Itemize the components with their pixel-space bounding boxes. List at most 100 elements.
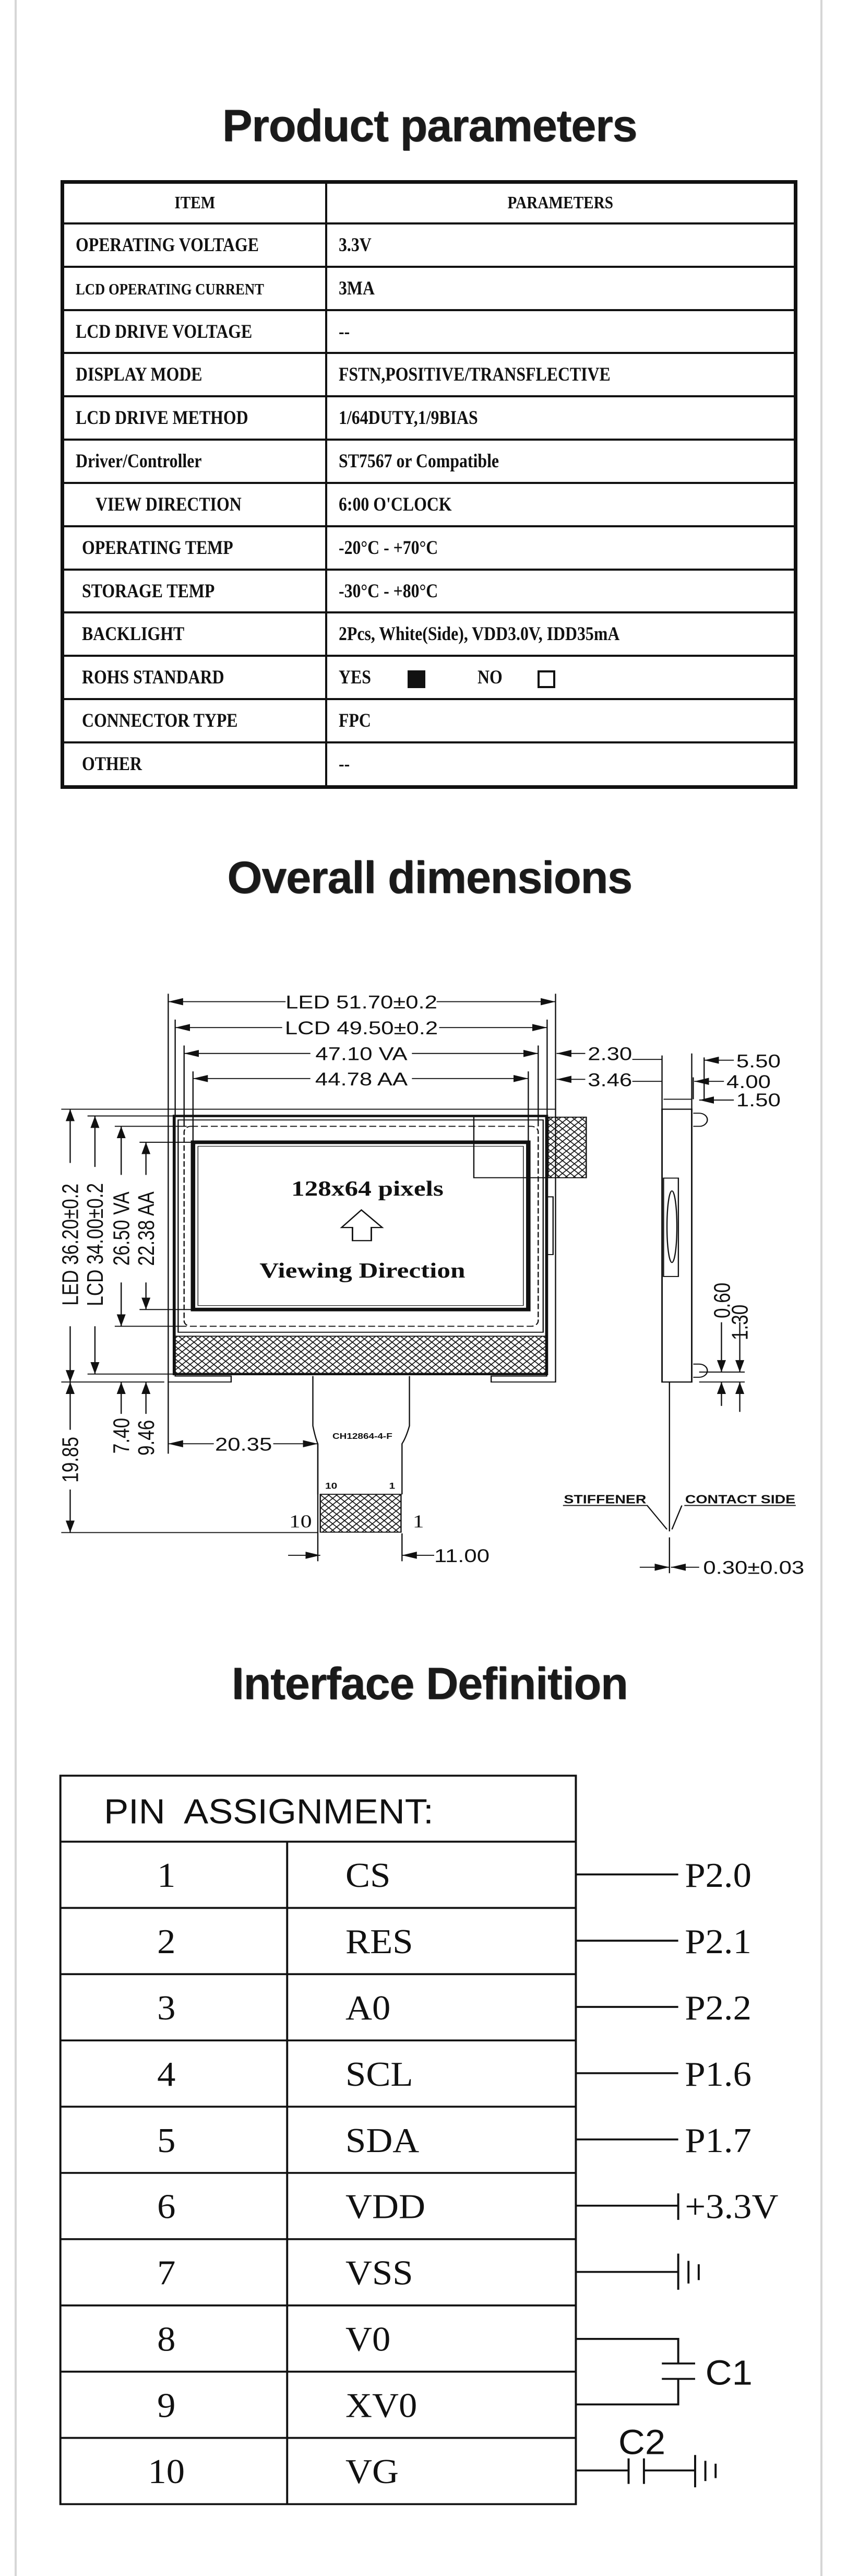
pin-connection-label: P1.7 [685, 2121, 751, 2160]
pin-connection-label: P2.0 [685, 1856, 751, 1895]
section-title-interface-definition: Interface Definition [231, 1659, 628, 1709]
fpc-pin-10-outer: 10 [289, 1511, 312, 1531]
pin-row: 7 VSS [60, 2253, 576, 2307]
fpc-pin-1-inner: 1 [389, 1481, 396, 1491]
pin-name: SCL [345, 2055, 413, 2094]
item-value: -30°C - +80°C [339, 580, 438, 602]
item-label: OTHER [82, 753, 142, 775]
item-label: OPERATING TEMP [82, 537, 233, 559]
table-row: STORAGE TEMP-30°C - +80°C [61, 568, 797, 614]
table-row: OTHER -- [61, 741, 797, 788]
pin-assignment-header: PIN ASSIGNMENT: [104, 1792, 434, 1831]
pin-row: 3 A0 P2.2 [60, 1989, 751, 2042]
va-height-label: 26.50 VA [109, 1191, 135, 1266]
lcd-width-label: LCD 49.50±0.2 [285, 1018, 438, 1038]
pin-connection-label: P2.2 [685, 1989, 751, 2027]
stiffener-label: STIFFENER [564, 1493, 646, 1506]
item-label: CONNECTOR TYPE [82, 710, 238, 732]
pin-number: 6 [157, 2188, 175, 2226]
pin-connection-label: P2.1 [685, 1922, 751, 1961]
dim-19-85: 19.85 [58, 1437, 83, 1483]
item-label: DISPLAY MODE [76, 364, 202, 386]
pin-name: V0 [345, 2320, 390, 2358]
led-height-label: LED 36.20±0.2 [58, 1184, 83, 1306]
table-row: CONNECTOR TYPE FPC [61, 698, 797, 743]
pin-connection-label: +3.3V [685, 2188, 778, 2226]
pin-number: 1 [157, 1856, 175, 1895]
pin-name: SDA [345, 2121, 419, 2160]
item-label: LCD DRIVE METHOD [76, 407, 248, 429]
dim-1-30: 1.30 [727, 1305, 753, 1340]
pin-row: 6 VDD +3.3V [60, 2188, 778, 2240]
c1-label: C1 [706, 2353, 753, 2392]
section-title-product-parameters: Product parameters [222, 101, 638, 151]
pin-row: 4 SCL P1.6 [60, 2055, 751, 2108]
pin-number: 4 [157, 2055, 175, 2094]
dim-11-00: 11.00 [434, 1546, 490, 1566]
pin-row: 10 VG [148, 2452, 399, 2491]
item-value: 3MA [339, 277, 375, 299]
contact-side-label: CONTACT SIDE [685, 1493, 795, 1506]
pin-number: 10 [148, 2452, 185, 2491]
item-value: FPC [339, 710, 371, 732]
table-row: LCD OPERATING CURRENT 3MA [61, 265, 797, 311]
header-item: ITEM [174, 193, 215, 212]
pin-number: 2 [157, 1922, 175, 1961]
rohs-no-checkbox [538, 670, 556, 688]
item-label: LCD DRIVE VOLTAGE [76, 321, 253, 342]
dim-9-46: 9.46 [134, 1420, 159, 1456]
item-value: ST7567 or Compatible [339, 451, 499, 472]
item-value: FSTN,POSITIVE/TRANSFLECTIVE [339, 364, 611, 386]
header-parameters: PARAMETERS [507, 193, 614, 212]
dimension-drawing: LED 51.70±0.2 LCD 49.50±0.2 47.10 VA 44.… [58, 976, 804, 1578]
item-value: 3.3V [339, 234, 372, 256]
pin-number: 8 [157, 2320, 175, 2358]
dim-4-00: 4.00 [726, 1072, 771, 1092]
pin-number: 3 [157, 1989, 175, 2027]
fpc-pin-1-outer: 1 [413, 1511, 424, 1531]
pin-name: VG [345, 2452, 399, 2491]
dim-1-50: 1.50 [736, 1090, 781, 1110]
rohs-yes-checkbox [407, 670, 425, 688]
pin-name: CS [345, 1856, 390, 1895]
dim-2-30: 2.30 [588, 1044, 632, 1065]
item-label: BACKLIGHT [82, 623, 185, 645]
item-value: -- [339, 753, 350, 775]
table-row: Driver/Controller ST7567 or Compatible [61, 439, 797, 484]
aa-height-label: 22.38 AA [134, 1191, 159, 1266]
pin-name: XV0 [345, 2386, 417, 2425]
pin-row: 1 CS P2.0 [60, 1856, 751, 1909]
pin-name: VDD [345, 2188, 425, 2226]
parameters-table: ITEM PARAMETERS OPERATING VOLTAGE 3.3V LC… [61, 180, 797, 789]
table-row: OPERATING TEMP -20°C - +70°C [61, 525, 797, 571]
item-value: -20°C - +70°C [339, 537, 438, 559]
pin-name: VSS [345, 2253, 413, 2292]
item-label: LCD OPERATING CURRENT [76, 279, 264, 298]
pin-number: 7 [157, 2253, 175, 2292]
c2-label: C2 [618, 2423, 665, 2462]
table-row: OPERATING VOLTAGE 3.3V [61, 222, 797, 268]
item-label: ROHS STANDARD [82, 667, 224, 689]
fpc-pin-10-inner: 10 [325, 1481, 337, 1491]
item-value: -- [339, 321, 350, 342]
pin-connection-label: P1.6 [685, 2055, 751, 2094]
item-label: OPERATING VOLTAGE [76, 234, 259, 256]
item-label: Driver/Controller [76, 451, 202, 472]
pin-number: 5 [157, 2121, 175, 2160]
lcd-height-label: LCD 34.00±0.2 [83, 1183, 109, 1306]
section-title-overall-dimensions: Overall dimensions [227, 853, 632, 903]
fpc-code-label: CH12864-4-F [332, 1432, 392, 1441]
va-width-label: 47.10 VA [315, 1044, 408, 1065]
pin-name: A0 [345, 1989, 390, 2027]
item-label: VIEW DIRECTION [96, 493, 242, 515]
viewing-direction-label: Viewing Direction [259, 1259, 465, 1283]
table-row: DISPLAY MODE FSTN,POSITIVE/TRANSFLECTIVE [61, 352, 797, 398]
rohs-yes-label: YES [339, 667, 371, 689]
dim-20-35: 20.35 [215, 1434, 272, 1455]
